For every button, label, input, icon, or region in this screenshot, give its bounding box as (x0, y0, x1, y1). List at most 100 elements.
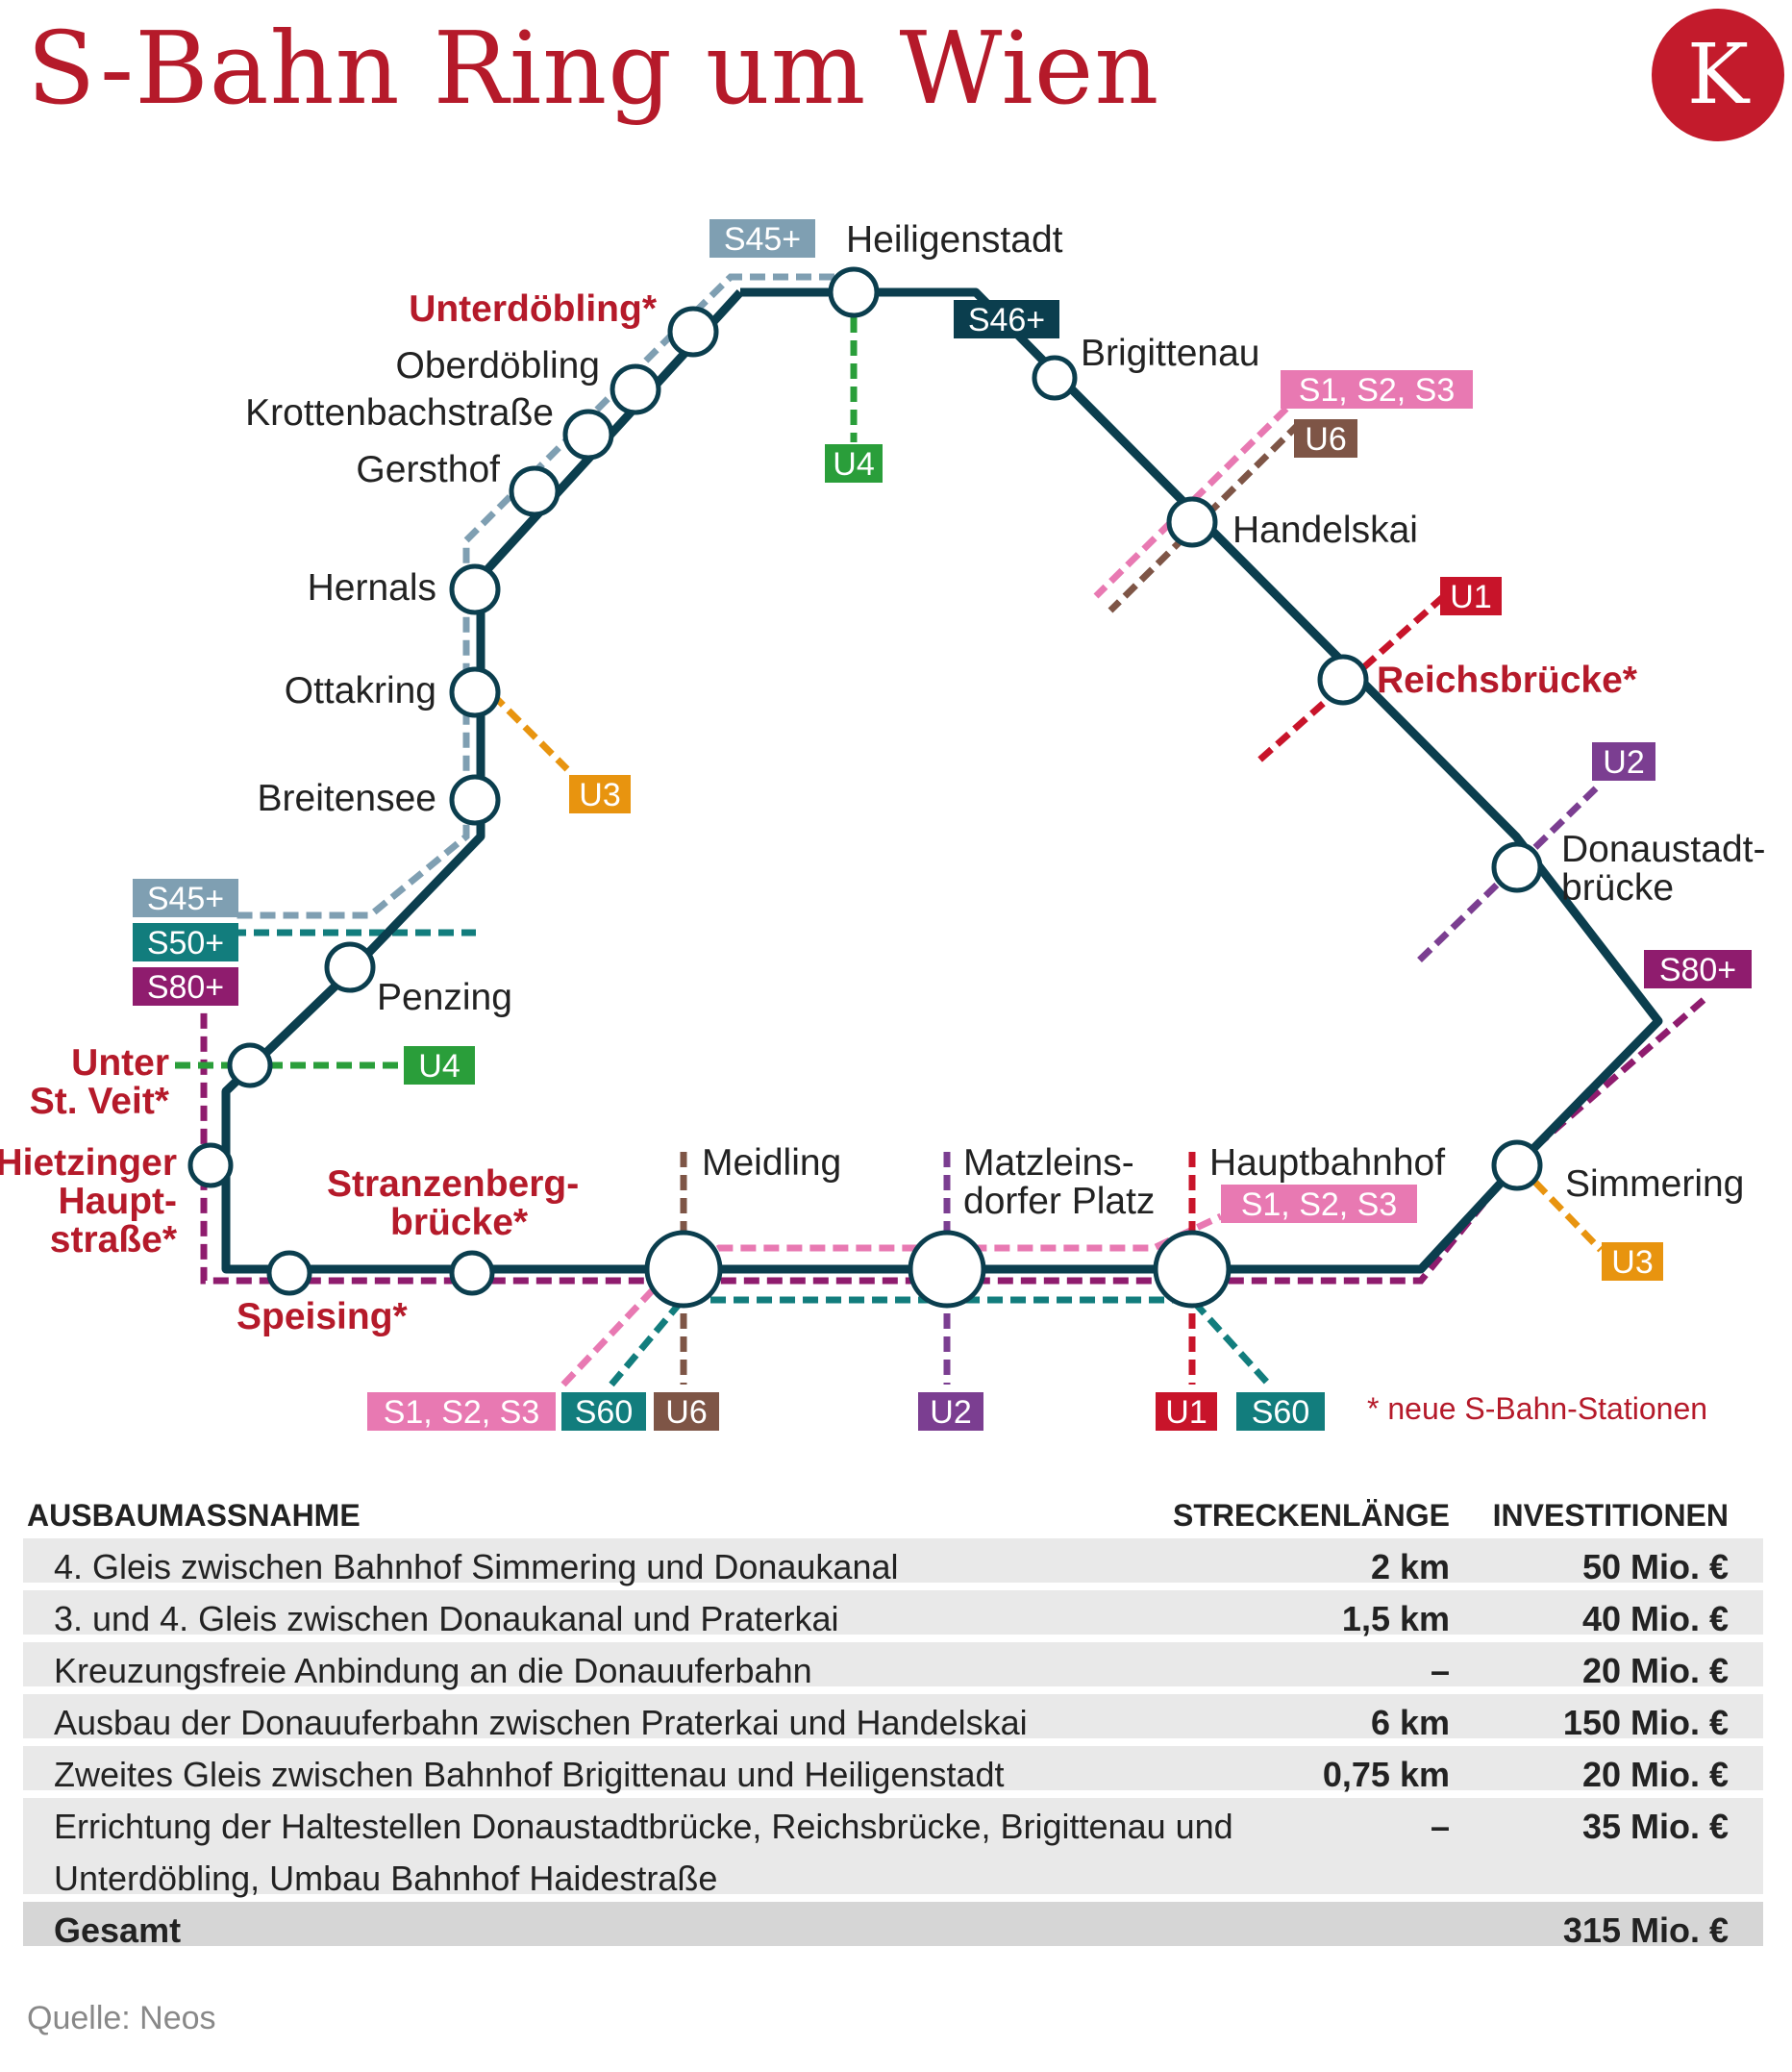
badge-s80-west: S80+ (133, 967, 238, 1006)
table-header: AUSBAUMASSNAHME STRECKENLÄNGE INVESTITIO… (23, 1485, 1763, 1538)
label-unterdoebling: Unterdöbling* (409, 288, 658, 330)
label-meidling: Meidling (702, 1142, 841, 1184)
badge-u4-top: U4 (825, 444, 883, 483)
svg-text:S60: S60 (575, 1394, 634, 1431)
label-ottakring: Ottakring (285, 670, 436, 711)
svg-text:S80+: S80+ (1659, 952, 1736, 988)
station-gersthof (509, 465, 560, 517)
station-oberdoebling (610, 363, 661, 415)
station-simmering (1491, 1139, 1543, 1191)
label-brigittenau: Brigittenau (1081, 333, 1259, 374)
svg-text:S45+: S45+ (724, 221, 801, 258)
badge-u4-west: U4 (404, 1046, 475, 1085)
svg-text:U3: U3 (1611, 1244, 1653, 1281)
label-donaustadt-2: brücke (1561, 867, 1674, 909)
badge-u3-east: U3 (1602, 1242, 1663, 1281)
station-speising (266, 1250, 312, 1296)
station-meidling (644, 1230, 723, 1309)
svg-text:U4: U4 (418, 1048, 460, 1085)
legend-note: * neue S-Bahn-Stationen (1367, 1391, 1707, 1426)
svg-text:S45+: S45+ (147, 881, 224, 917)
badge-u1-south: U1 (1156, 1392, 1217, 1431)
label-stranzenberg-1: Stranzenberg- (327, 1163, 579, 1205)
svg-text:U6: U6 (665, 1394, 707, 1431)
s-bahn-ring (221, 287, 1663, 1274)
label-handelskai: Handelskai (1232, 510, 1418, 551)
badge-s60-hbf: S60 (1236, 1392, 1325, 1431)
badge-s50: S50+ (133, 923, 238, 961)
label-donaustadt-1: Donaustadt- (1561, 829, 1765, 870)
badge-u1-north: U1 (1440, 577, 1502, 615)
badge-s123-south: S1, S2, S3 (367, 1392, 556, 1431)
header-investment: INVESTITIONEN (1492, 1498, 1729, 1533)
label-hernals: Hernals (308, 567, 436, 609)
badge-u2-south: U2 (918, 1392, 983, 1431)
s123-line-south (560, 1212, 1223, 1387)
svg-text:U1: U1 (1450, 579, 1491, 615)
svg-text:S1, S2, S3: S1, S2, S3 (1241, 1186, 1398, 1223)
svg-text:S50+: S50+ (147, 925, 224, 961)
station-hauptbahnhof (1153, 1230, 1232, 1309)
station-reichsbruecke (1317, 654, 1369, 706)
station-hernals (449, 563, 501, 615)
station-krottenbach (562, 409, 614, 461)
badge-u6-south: U6 (654, 1392, 719, 1431)
station-hietzinger (187, 1142, 234, 1188)
station-unter-st-veit (227, 1042, 273, 1088)
station-heiligenstadt (828, 266, 880, 318)
svg-text:U1: U1 (1165, 1394, 1207, 1431)
label-hietzinger-1: Hietzinger (0, 1142, 177, 1184)
label-krottenbach: Krottenbachstraße (245, 392, 554, 434)
label-oberdoebling: Oberdöbling (396, 345, 600, 387)
station-brigittenau (1032, 355, 1078, 401)
s-bahn-ring-map: Heiligenstadt Unterdöbling* Oberdöbling … (0, 219, 1765, 1431)
badge-s123-hbf: S1, S2, S3 (1221, 1185, 1417, 1223)
badge-u3-west: U3 (569, 775, 631, 813)
badge-s45-top: S45+ (709, 219, 815, 258)
s60-line (609, 1296, 1272, 1387)
label-reichsbruecke: Reichsbrücke* (1377, 660, 1638, 701)
svg-text:U4: U4 (833, 446, 874, 483)
label-simmering: Simmering (1565, 1163, 1744, 1205)
badge-u6-north: U6 (1294, 419, 1357, 458)
station-handelskai (1166, 496, 1218, 548)
svg-text:S1, S2, S3: S1, S2, S3 (1299, 372, 1456, 409)
station-stranzenberg (449, 1250, 495, 1296)
station-donaustadt (1491, 841, 1543, 893)
label-heiligenstadt: Heiligenstadt (846, 219, 1063, 261)
station-ottakring (449, 666, 501, 718)
measures-table: AUSBAUMASSNAHME STRECKENLÄNGE INVESTITIO… (23, 1485, 1763, 1954)
table-row: 3. und 4. Gleis zwischen Donaukanal und … (23, 1590, 1763, 1638)
badge-s123-north: S1, S2, S3 (1281, 370, 1473, 409)
label-stranzenberg-2: brücke* (390, 1202, 529, 1243)
label-unter-st-veit-1: Unter (71, 1042, 169, 1084)
u6-line-north (1108, 420, 1303, 613)
table-row: 4. Gleis zwischen Bahnhof Simmering und … (23, 1538, 1763, 1586)
svg-text:U2: U2 (930, 1394, 971, 1431)
svg-text:S46+: S46+ (968, 302, 1045, 338)
label-hietzinger-2: Haupt- (59, 1181, 177, 1222)
table-row: Kreuzungsfreie Anbindung an die Donauufe… (23, 1642, 1763, 1690)
label-hietzinger-3: straße* (50, 1219, 178, 1261)
label-hauptbahnhof: Hauptbahnhof (1209, 1142, 1445, 1184)
page-title: S-Bahn Ring um Wien (27, 10, 1160, 127)
header-length: STRECKENLÄNGE (1172, 1498, 1450, 1533)
station-unterdoebling (667, 306, 719, 358)
header-measure: AUSBAUMASSNAHME (27, 1498, 361, 1533)
badge-s45-west: S45+ (133, 879, 238, 917)
svg-text:S1, S2, S3: S1, S2, S3 (384, 1394, 540, 1431)
table-row: Zweites Gleis zwischen Bahnhof Brigitten… (23, 1746, 1763, 1794)
svg-text:S60: S60 (1252, 1394, 1310, 1431)
label-penzing: Penzing (377, 977, 512, 1018)
station-penzing (324, 941, 376, 993)
s45-line (231, 273, 834, 919)
label-unter-st-veit-2: St. Veit* (30, 1081, 170, 1122)
table-row: Errichtung der Haltestellen Donaustadtbr… (23, 1798, 1763, 1898)
station-matzleinsdorf (908, 1230, 986, 1309)
badge-s60-south: S60 (561, 1392, 646, 1431)
kurier-logo: K (1652, 9, 1784, 141)
badge-s80-east: S80+ (1644, 950, 1752, 988)
badge-u2-east: U2 (1592, 742, 1655, 781)
s123-line-north (1093, 406, 1289, 599)
